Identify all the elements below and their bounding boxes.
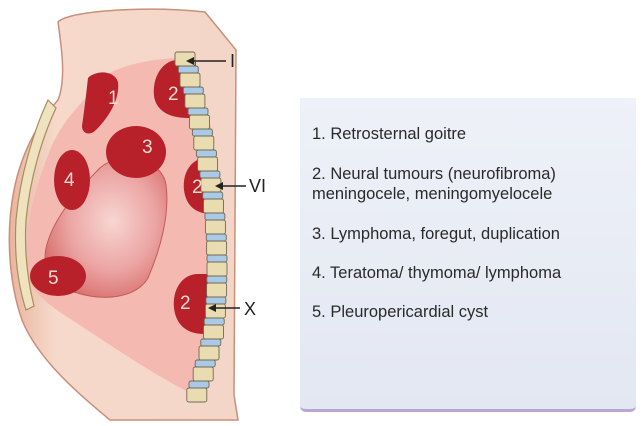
intervertebral-disc — [178, 66, 198, 73]
vertebra — [198, 157, 218, 171]
intervertebral-disc — [207, 255, 227, 262]
region-number-2-middle: 2 — [192, 177, 203, 198]
intervertebral-disc — [183, 87, 203, 94]
vertebra — [207, 262, 227, 276]
lesion-3 — [106, 126, 166, 178]
region-number-2-lower: 2 — [180, 293, 191, 314]
vertebra — [204, 325, 224, 339]
vertebra — [207, 241, 227, 255]
region-number-2-upper: 2 — [168, 84, 179, 105]
region-number-3: 3 — [142, 137, 153, 158]
legend-panel: 1. Retrosternal goitre 2. Neural tumours… — [300, 98, 636, 412]
vertebra — [180, 73, 200, 87]
mediastinum-diagram: 1 2 3 4 2 5 2 I VI X — [0, 0, 300, 426]
intervertebral-disc — [189, 381, 209, 388]
legend-item-pleuropericardial-cyst: 5. Pleuropericardial cyst — [312, 302, 636, 322]
legend-item-retrosternal-goitre: 1. Retrosternal goitre — [312, 124, 636, 144]
level-label-I: I — [230, 51, 235, 71]
vertebra — [194, 136, 214, 150]
intervertebral-disc — [206, 297, 226, 304]
legend-item-neural-tumours: 2. Neural tumours (neurofibroma) meningo… — [312, 164, 636, 204]
intervertebral-disc — [204, 318, 224, 325]
intervertebral-disc — [207, 276, 227, 283]
intervertebral-disc — [205, 213, 225, 220]
vertebra — [199, 346, 219, 360]
intervertebral-disc — [206, 234, 226, 241]
intervertebral-disc — [201, 339, 221, 346]
vertebra — [187, 388, 207, 402]
region-number-1: 1 — [108, 88, 119, 109]
vertebra — [185, 94, 205, 108]
level-label-VI: VI — [249, 176, 266, 196]
legend-item-teratoma: 4. Teratoma/ thymoma/ lymphoma — [312, 263, 636, 283]
level-label-X: X — [244, 299, 256, 319]
region-number-4: 4 — [64, 170, 75, 191]
intervertebral-disc — [200, 171, 220, 178]
intervertebral-disc — [192, 129, 212, 136]
vertebra — [205, 220, 225, 234]
vertebra — [193, 367, 213, 381]
region-number-5: 5 — [48, 268, 59, 289]
vertebra — [204, 199, 224, 213]
vertebra — [190, 115, 210, 129]
vertebra — [207, 283, 227, 297]
intervertebral-disc — [196, 150, 216, 157]
legend-item-lymphoma: 3. Lymphoma, foregut, duplication — [312, 224, 636, 244]
intervertebral-disc — [188, 108, 208, 115]
intervertebral-disc — [203, 192, 223, 199]
intervertebral-disc — [195, 360, 215, 367]
